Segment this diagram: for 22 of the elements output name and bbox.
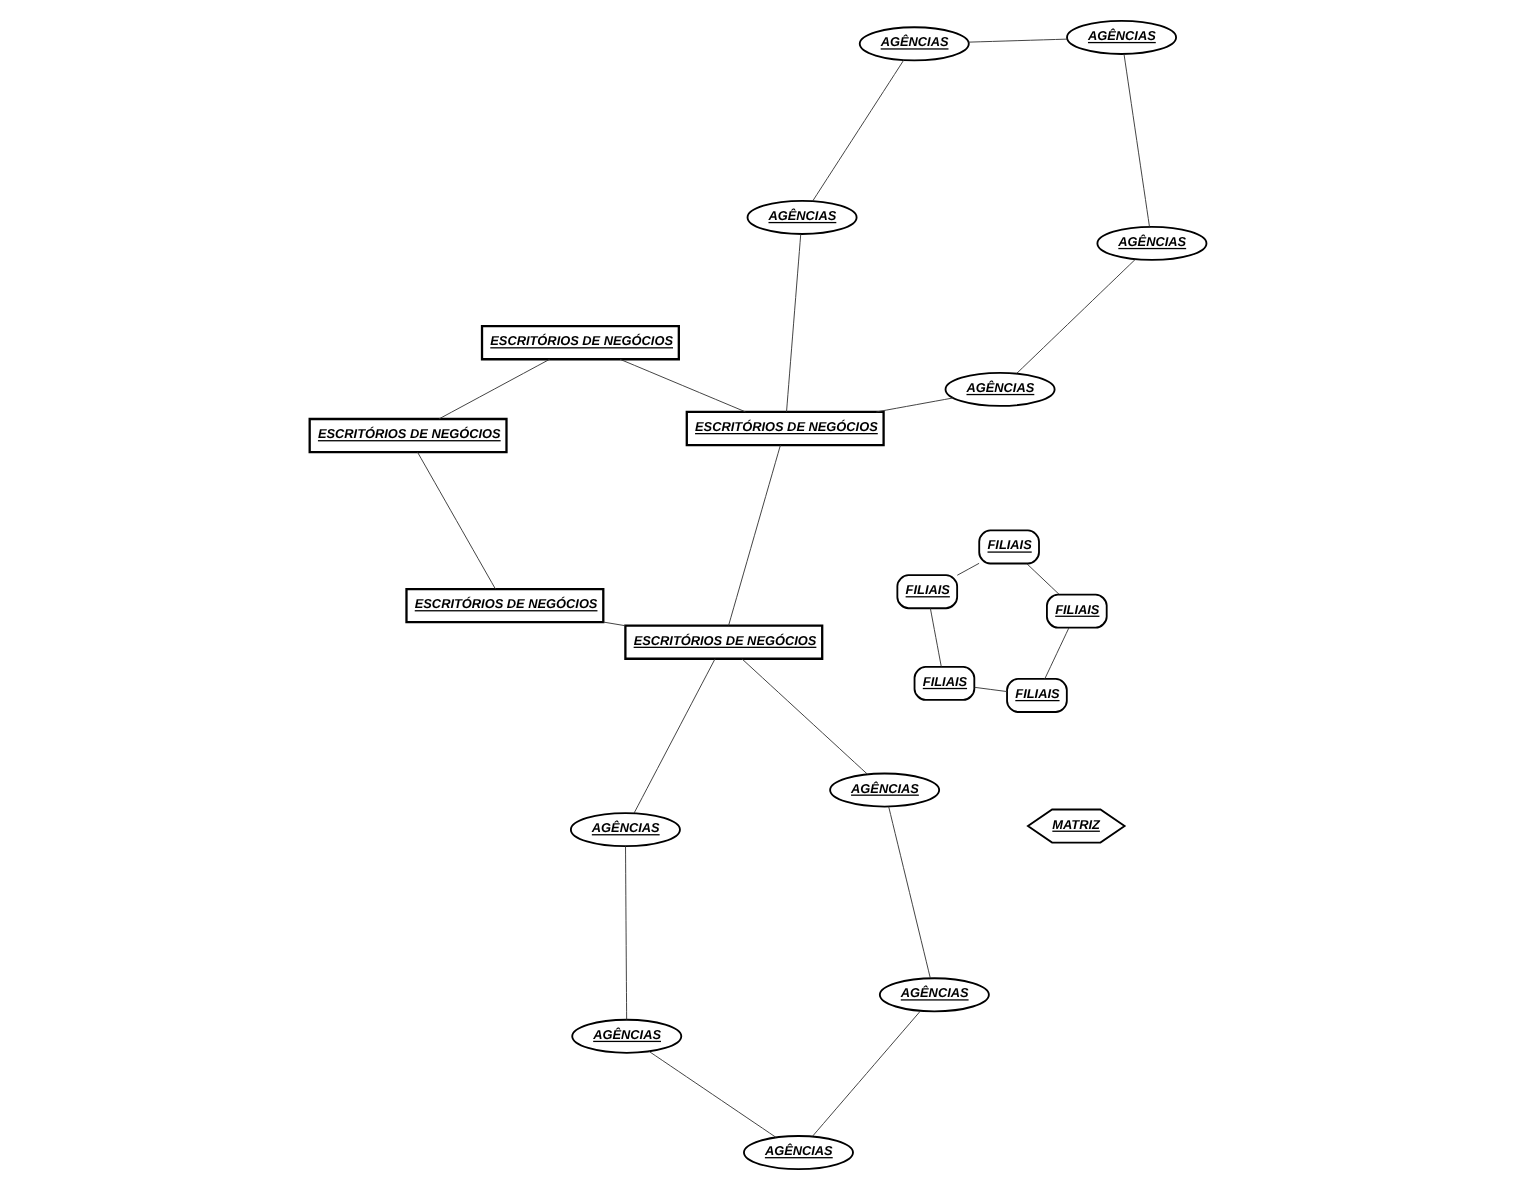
connector — [812, 1010, 921, 1137]
connector — [1026, 563, 1060, 595]
connector — [741, 658, 868, 775]
connector — [648, 1051, 777, 1138]
connector — [888, 806, 931, 979]
connector — [929, 607, 942, 668]
connector — [603, 621, 626, 627]
connector — [875, 397, 954, 413]
connector — [968, 38, 1068, 43]
connector — [786, 233, 802, 413]
connector — [1123, 53, 1150, 227]
connector — [974, 686, 1008, 692]
connector — [728, 444, 781, 626]
connector — [1044, 627, 1070, 680]
connector — [633, 658, 716, 814]
connector — [1016, 258, 1136, 374]
connector — [619, 358, 746, 413]
connector — [812, 59, 905, 202]
connector — [417, 451, 496, 590]
connector — [625, 845, 628, 1021]
connector — [956, 562, 980, 576]
connector — [438, 358, 551, 420]
